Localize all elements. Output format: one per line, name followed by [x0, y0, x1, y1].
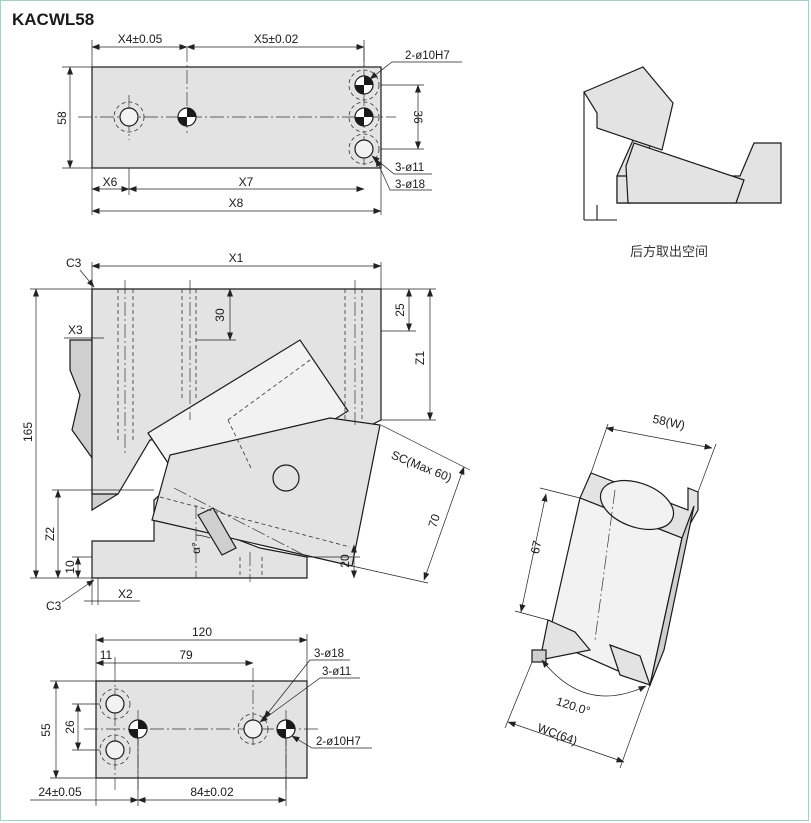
center-hole — [272, 464, 300, 492]
dim-79: 79 — [179, 648, 193, 662]
dim-58: 58 — [55, 111, 69, 125]
top-view-body — [91, 66, 382, 169]
dim-x8: X8 — [229, 196, 244, 210]
dowel-pin-hole — [354, 75, 374, 95]
dim-x6: X6 — [103, 175, 118, 189]
dim-z2: Z2 — [43, 527, 57, 541]
dim-x3: X3 — [68, 323, 83, 337]
drawing-title: KACWL58 — [12, 10, 95, 29]
removal-clearance-sketch — [583, 66, 782, 221]
dowel-pin-hole — [354, 107, 374, 127]
isometric-view: 58(W) 67 120.0° WC(64) — [504, 412, 717, 769]
dim-67: 67 — [528, 539, 545, 555]
iso-body-side — [649, 505, 695, 686]
bolt-hole — [119, 107, 139, 127]
iso-left-jaw — [539, 619, 592, 661]
dim-x5: X5±0.02 — [254, 32, 299, 46]
dim-10: 10 — [63, 560, 77, 574]
dim-angle: 120.0° — [555, 694, 593, 718]
bolt-hole — [243, 719, 263, 739]
dim-x4: X4±0.05 — [118, 32, 163, 46]
note-pin-holes: 2-ø10H7 — [405, 50, 450, 62]
note-bolt-holes: 3-ø11 — [395, 162, 424, 174]
dim-25: 25 — [393, 303, 407, 317]
bottom-view: 120 11 79 55 26 24±0.05 84±0.02 3-ø18 3-… — [30, 625, 372, 806]
note-pin-holes-bottom: 2-ø10H7 — [316, 736, 361, 748]
dim-wc: WC(64) — [536, 721, 580, 748]
dowel-pin-hole — [128, 719, 148, 739]
bolt-hole — [105, 694, 125, 714]
dowel-pin-hole — [177, 107, 197, 127]
top-view: X4±0.05 X5±0.02 58 36 X6 X7 X8 2-ø10H7 3… — [55, 32, 462, 215]
clearance-caption: 后方取出空间 — [630, 245, 709, 260]
note-bolt-holes-bottom: 3-ø11 — [322, 666, 351, 678]
dim-55: 55 — [39, 723, 53, 737]
dim-x2: X2 — [118, 587, 133, 601]
dim-165: 165 — [21, 422, 35, 442]
dim-58w: 58(W) — [651, 412, 686, 432]
clearance-block — [583, 66, 674, 151]
dim-36: 36 — [411, 110, 425, 124]
dim-z1: Z1 — [413, 351, 427, 365]
dim-120: 120 — [192, 625, 212, 639]
dim-20: 20 — [338, 554, 352, 568]
dim-x1: X1 — [229, 251, 244, 265]
dowel-pin-hole — [276, 719, 296, 739]
dim-70: 70 — [425, 512, 443, 529]
dim-30: 30 — [213, 308, 227, 322]
key-block — [197, 507, 237, 556]
dim-26: 26 — [63, 720, 77, 734]
bolt-hole — [354, 139, 374, 159]
note-counterbores-bottom: 3-ø18 — [314, 648, 344, 660]
dim-alpha: α° — [189, 542, 203, 554]
dim-x7: X7 — [239, 175, 254, 189]
dim-24: 24±0.05 — [38, 785, 82, 799]
chamfer-bottom: C3 — [46, 599, 62, 613]
front-view: X1 C3 X3 165 30 25 Z1 SC(Max 60) 70 Z2 α… — [21, 251, 471, 613]
dim-84: 84±0.02 — [190, 785, 234, 799]
counterbore-hole — [113, 101, 145, 133]
note-counterbores: 3-ø18 — [395, 179, 425, 191]
iso-top-bore — [599, 479, 675, 531]
dim-sc: SC(Max 60) — [389, 448, 454, 485]
chamfer-top: C3 — [66, 256, 82, 270]
dim-11: 11 — [100, 648, 113, 662]
bolt-hole — [105, 740, 125, 760]
